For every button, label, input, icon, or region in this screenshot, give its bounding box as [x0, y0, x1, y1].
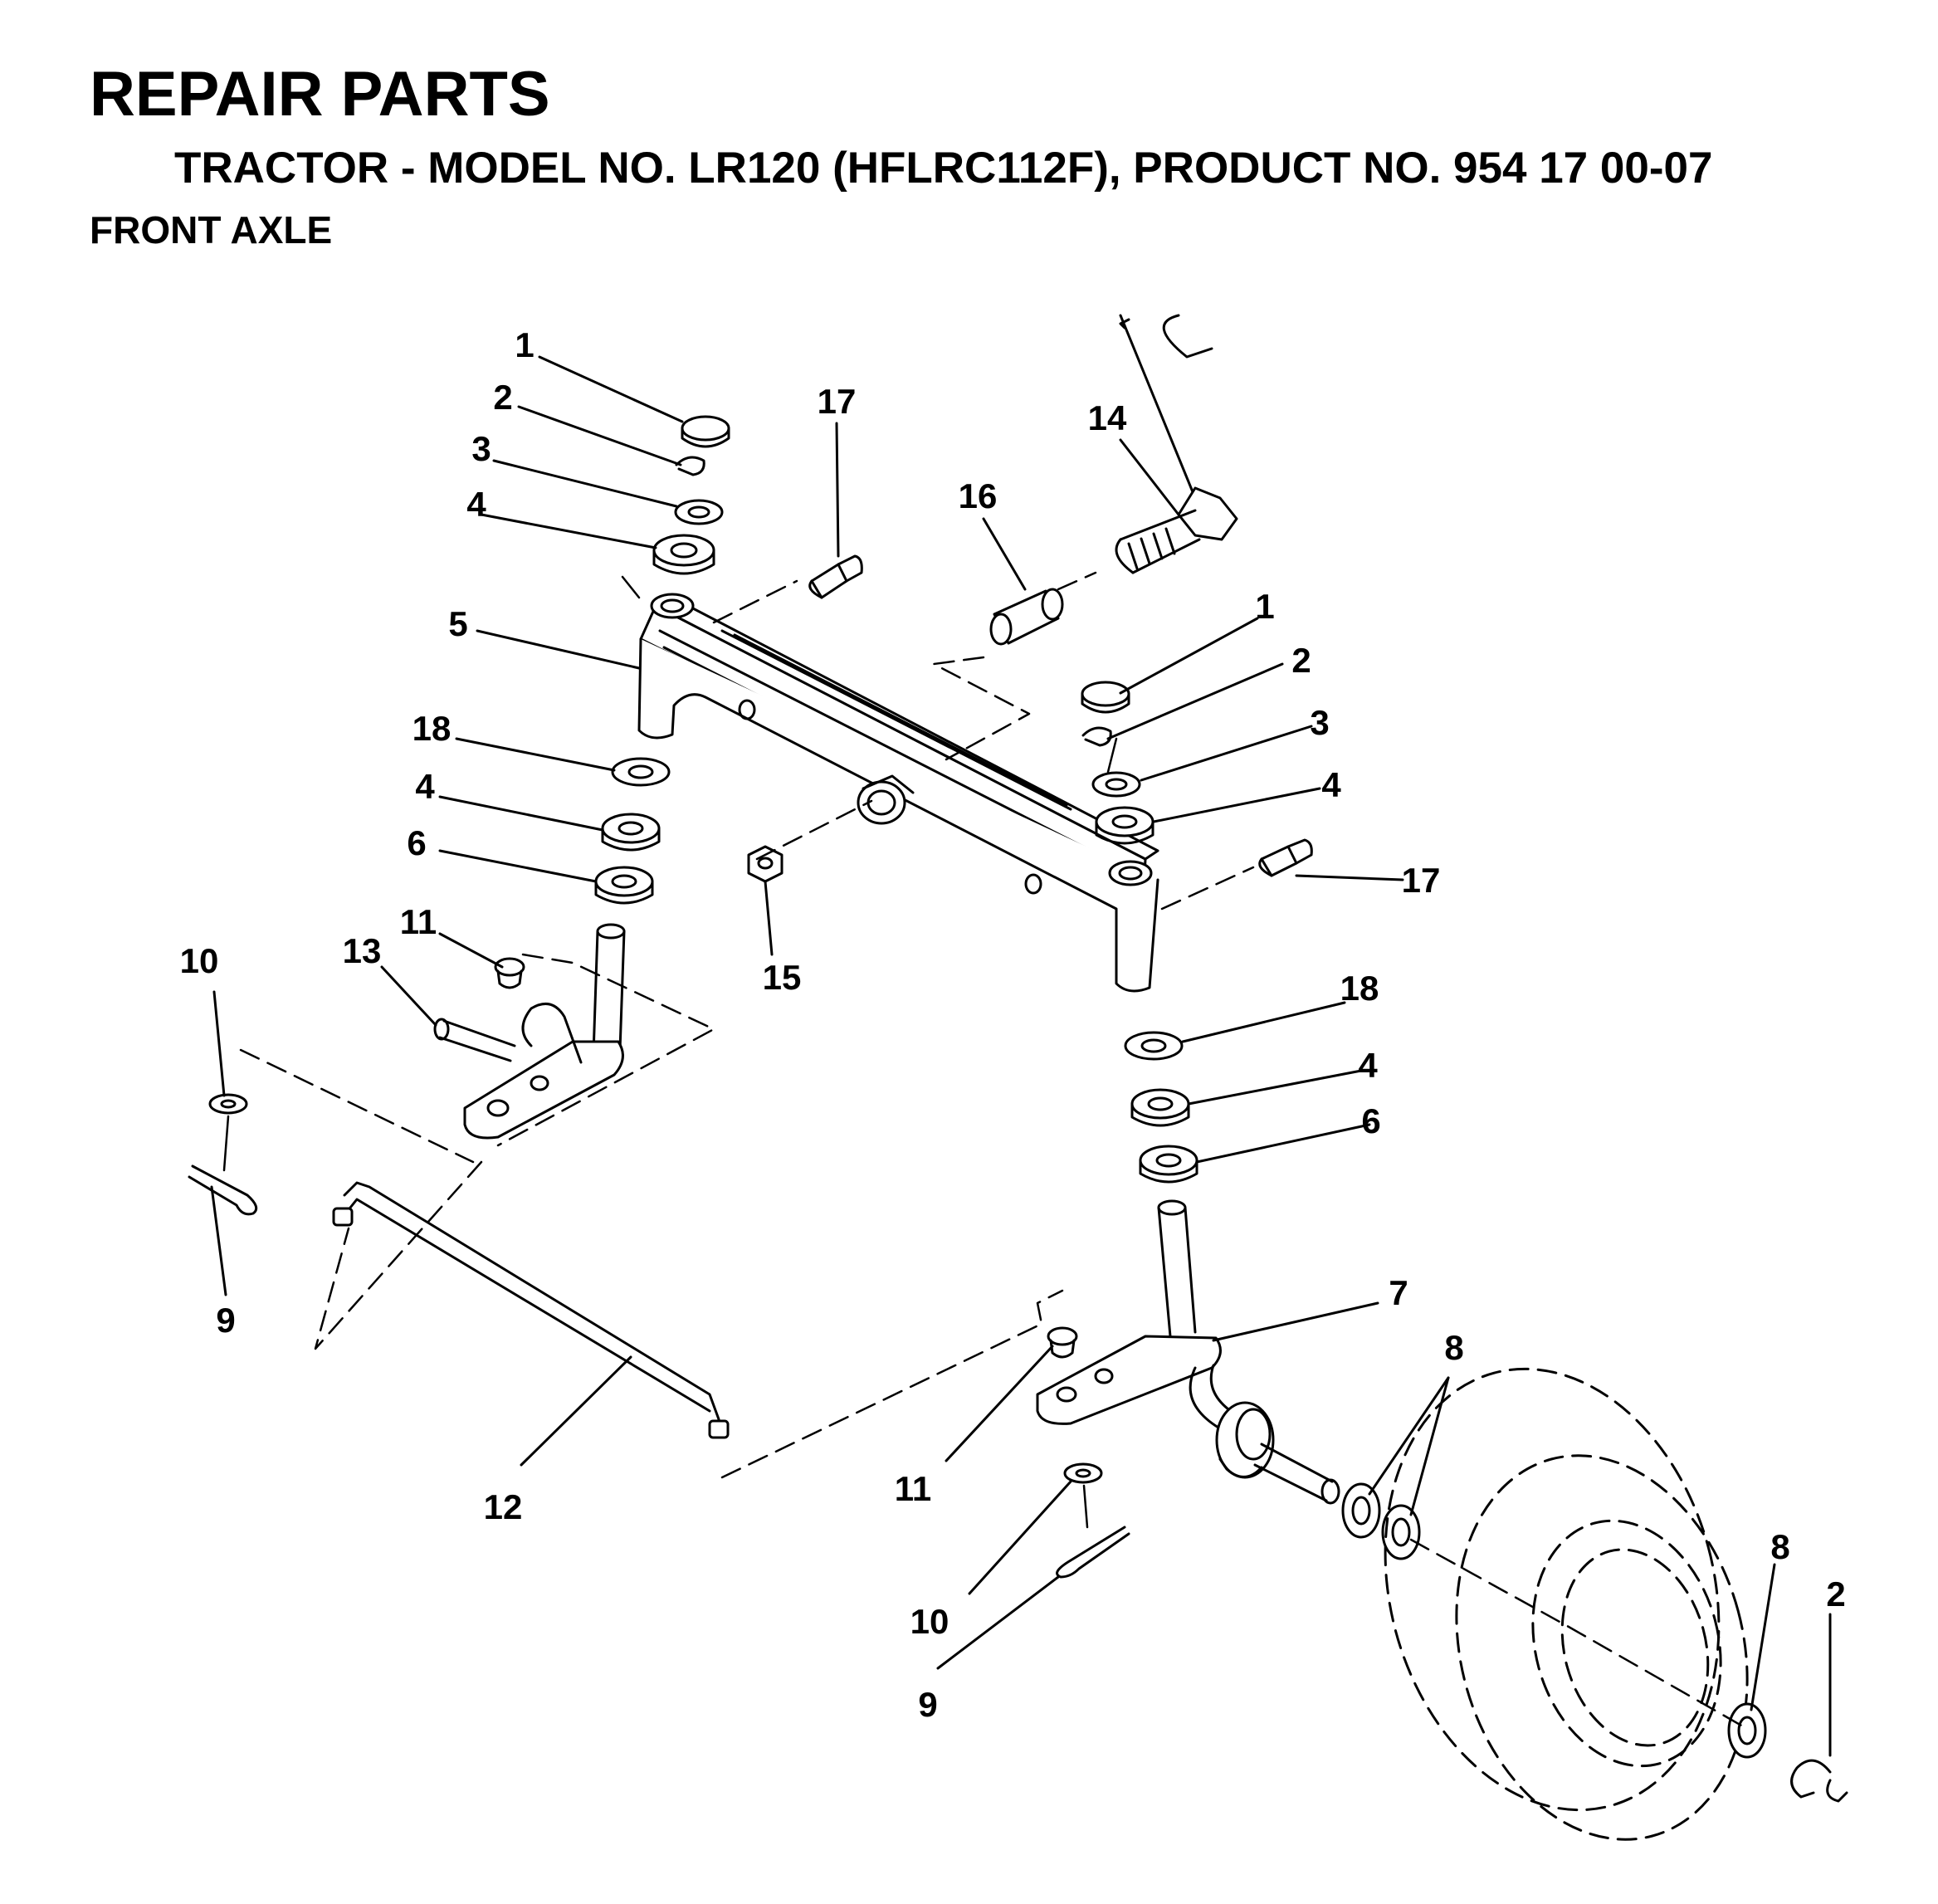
- callout-15: 15: [763, 958, 802, 997]
- right-spindle-stack: [1036, 681, 1421, 1579]
- axle-beam: [637, 593, 1159, 993]
- callout-3-left: 3: [471, 429, 491, 468]
- callout-13: 13: [343, 931, 382, 970]
- callout-1-left: 1: [515, 325, 534, 364]
- wheel-retainer: [1727, 1702, 1848, 1803]
- callout-18-left: 18: [412, 709, 452, 748]
- leader-lines: [210, 355, 1832, 1757]
- callout-8-right: 8: [1444, 1328, 1463, 1367]
- axis-lines: [222, 575, 1118, 1529]
- callout-10-left: 10: [180, 941, 219, 980]
- model-subtitle: TRACTOR - MODEL NO. LR120 (HFLRC112F), P…: [174, 144, 1713, 193]
- left-pin-washer: [188, 1093, 258, 1216]
- callout-14: 14: [1088, 398, 1127, 437]
- callout-11-left: 11: [400, 902, 437, 941]
- callout-4-left-mid: 4: [415, 767, 435, 806]
- callout-17-right: 17: [1402, 861, 1441, 900]
- section-title: FRONT AXLE: [90, 208, 333, 251]
- callout-2-right: 2: [1291, 641, 1311, 680]
- callout-5: 5: [448, 604, 467, 643]
- callout-4-right-top: 4: [1321, 765, 1341, 804]
- callout-9-left: 9: [216, 1301, 235, 1340]
- callout-2-left: 2: [493, 378, 512, 417]
- callout-8-wheel: 8: [1770, 1527, 1789, 1566]
- callout-6-right: 6: [1361, 1101, 1380, 1140]
- callout-6-left: 6: [407, 823, 426, 862]
- callout-11-right: 11: [895, 1469, 931, 1508]
- callout-10-right: 10: [910, 1602, 949, 1641]
- callout-16: 16: [959, 476, 998, 515]
- callout-7: 7: [1389, 1273, 1408, 1312]
- callout-18-right: 18: [1340, 969, 1379, 1008]
- callout-3-right: 3: [1310, 703, 1329, 742]
- callout-12: 12: [484, 1487, 523, 1526]
- assembly-lines: [239, 571, 1745, 1728]
- tie-rod: [332, 1181, 730, 1439]
- callout-1-right: 1: [1255, 587, 1274, 626]
- pivot-bolt-parts: [747, 314, 1313, 883]
- left-spindle-stack: [433, 415, 730, 1140]
- callout-2-wheel: 2: [1826, 1574, 1845, 1614]
- callout-4-left-top: 4: [466, 485, 486, 524]
- front-wheel-outline: [1384, 1367, 1749, 1841]
- callout-4-right-bottom: 4: [1358, 1046, 1378, 1085]
- page-title: REPAIR PARTS: [90, 59, 550, 129]
- callout-17-top: 17: [818, 382, 857, 421]
- callout-9-right: 9: [918, 1685, 937, 1724]
